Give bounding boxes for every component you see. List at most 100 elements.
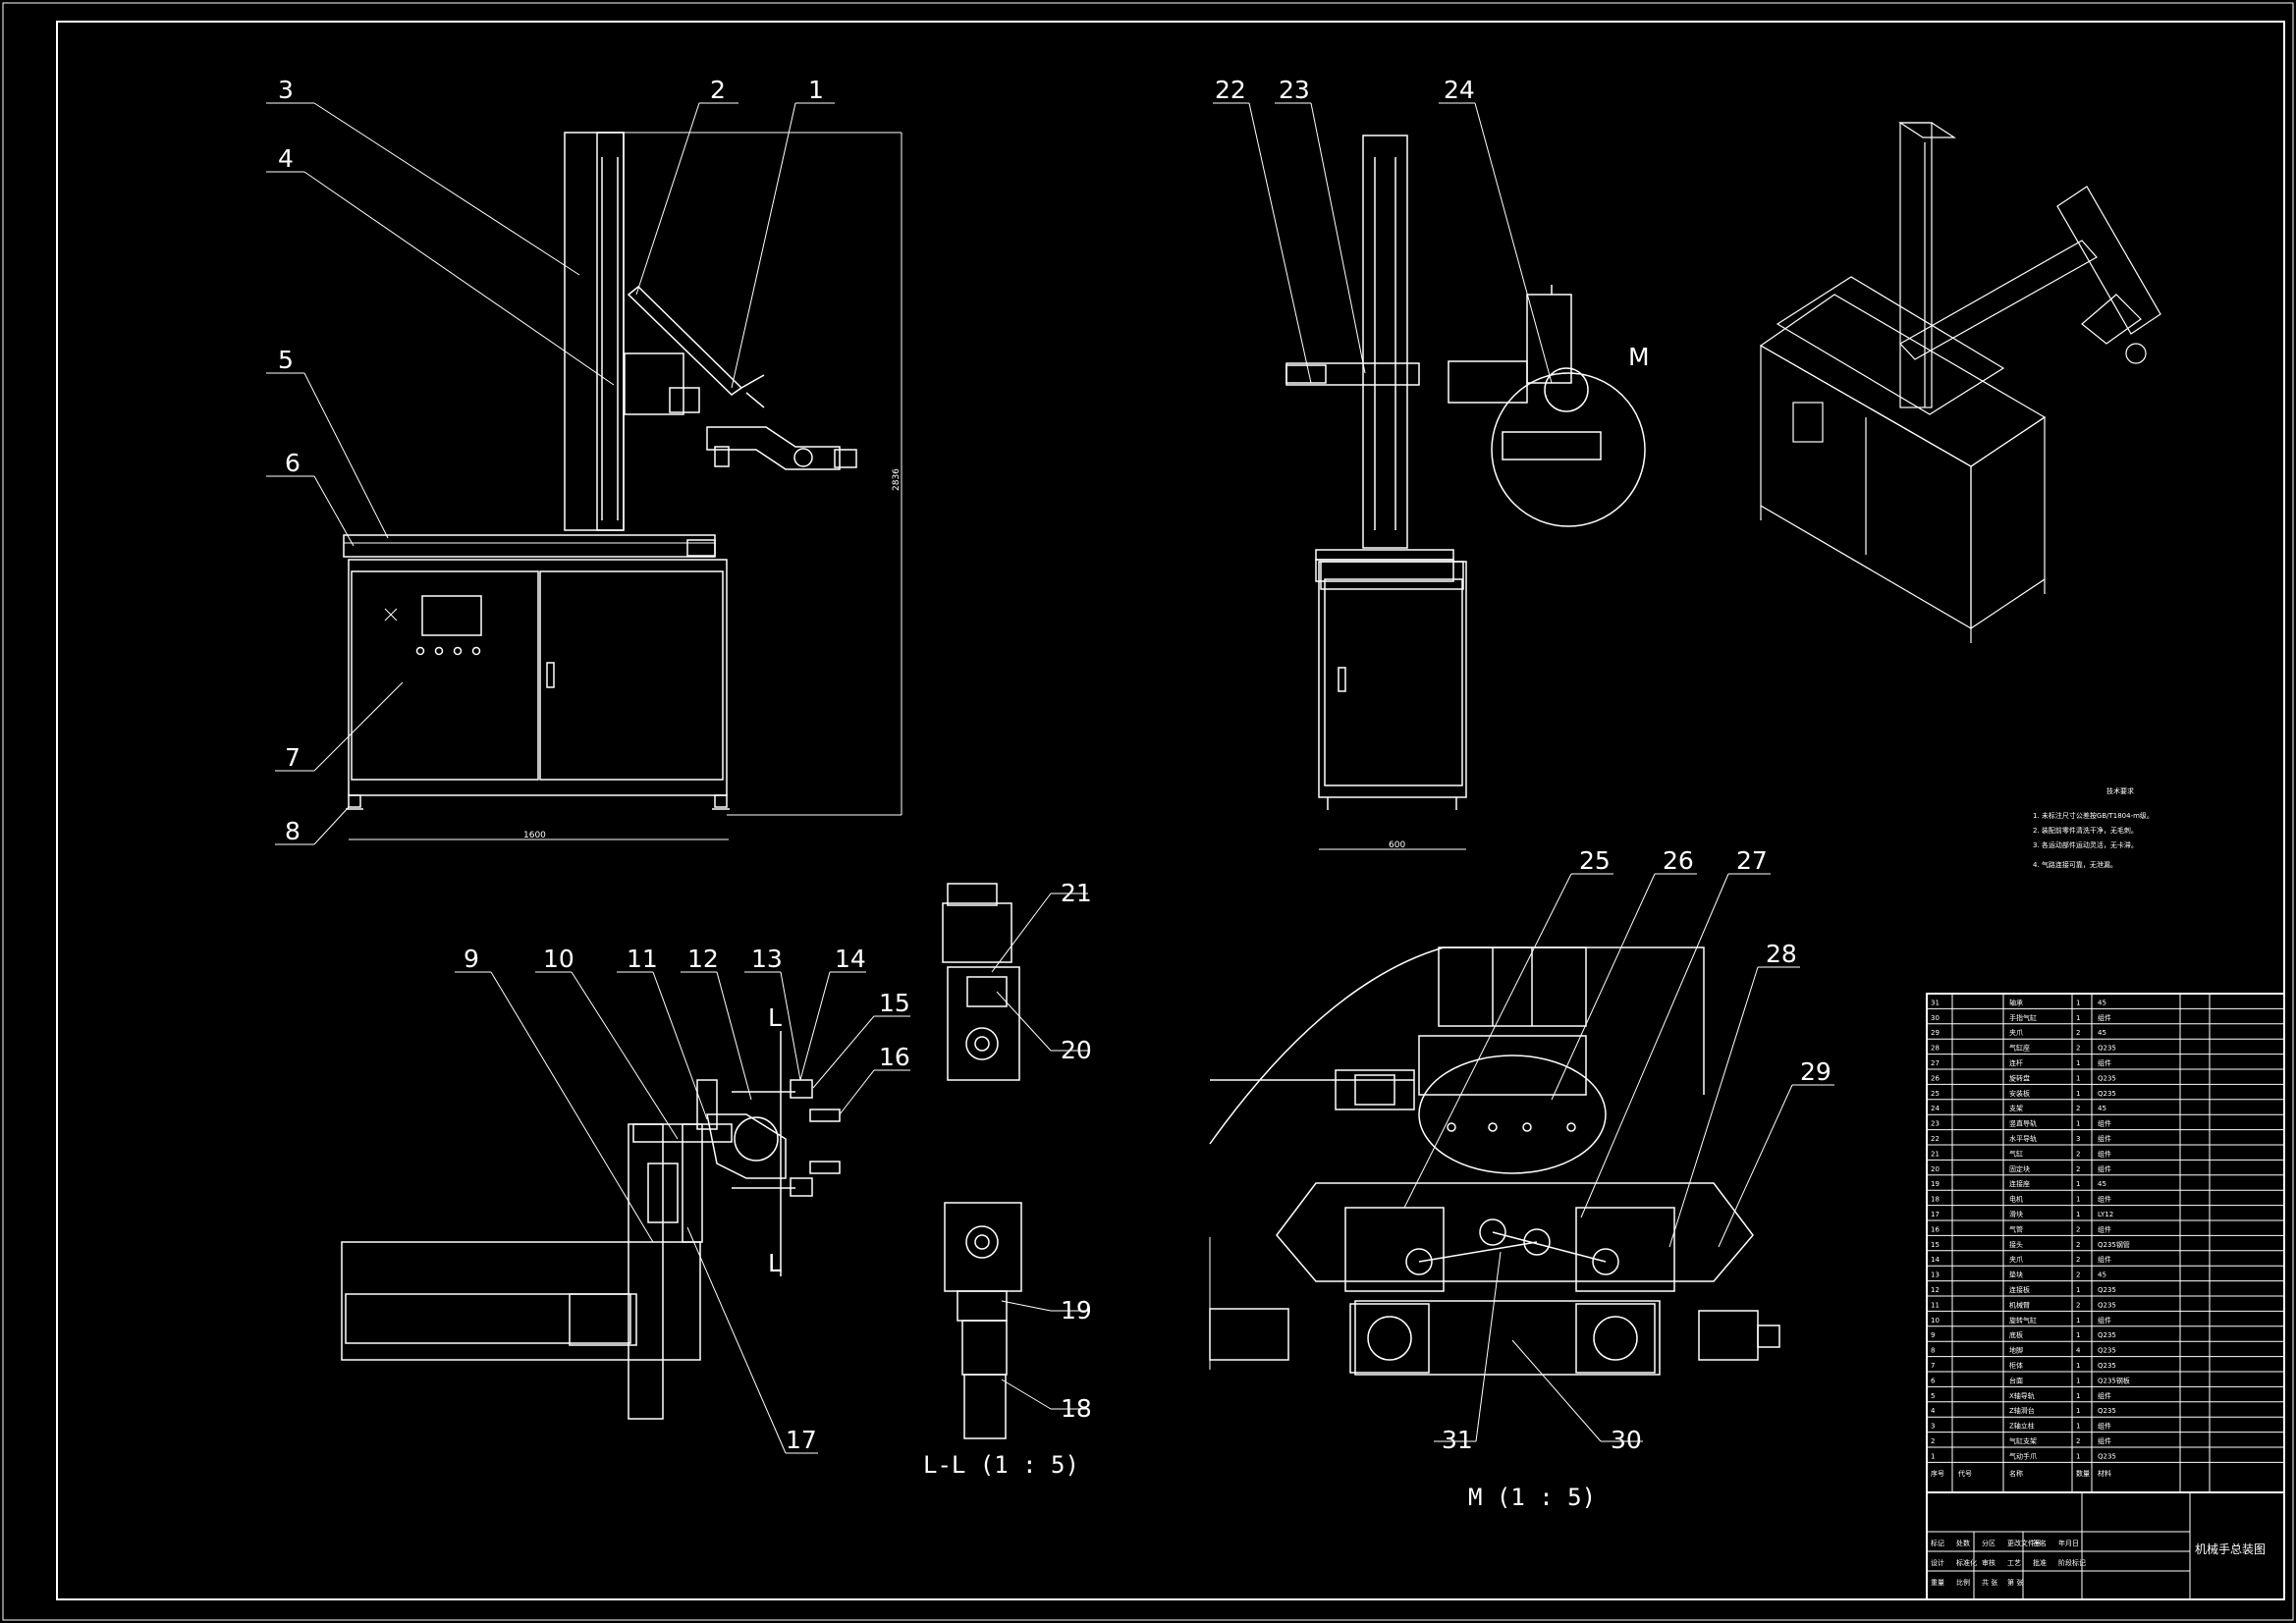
bom-cell: Q235钢板	[2098, 1376, 2130, 1384]
bom-cell: 电机	[2009, 1195, 2023, 1204]
bom-cell: 15	[1931, 1241, 1940, 1249]
callout-29: 29	[1800, 1057, 1831, 1086]
bom-cell: 21	[1931, 1150, 1940, 1158]
bom-cell: 1	[2076, 1196, 2080, 1204]
bom-cell: 20	[1931, 1165, 1940, 1173]
bom-cell: 4	[2076, 1347, 2081, 1355]
bom-cell: 27	[1931, 1059, 1940, 1067]
title-block-label: 标记	[1931, 1539, 1944, 1547]
bom-cell: 组件	[2098, 1134, 2111, 1143]
title-block-label: 设计	[1931, 1558, 1944, 1567]
callout-12: 12	[687, 945, 719, 973]
callout-11: 11	[627, 945, 658, 973]
title-block-label: 第 张	[2007, 1578, 2023, 1587]
bom-cell: 11	[1931, 1301, 1940, 1309]
bom-cell: 轴承	[2009, 998, 2023, 1006]
bom-cell: 竖直导轨	[2009, 1119, 2037, 1128]
bom-cell: 气缸	[2009, 1149, 2023, 1158]
bom-header-cell: 材料	[2098, 1469, 2111, 1478]
tech-requirements: 技术要求 1. 未标注尺寸公差按GB/T1804-m级。 2. 装配前零件清洗干…	[2033, 786, 2154, 869]
bom-cell: 气管	[2009, 1224, 2023, 1233]
title-drawing-name: 机械手总装图	[2195, 1542, 2266, 1556]
bom-cell: 底板	[2009, 1330, 2023, 1339]
bom-cell: 1	[2076, 1090, 2080, 1098]
bom-cell: 1	[2076, 1392, 2080, 1400]
detail-m-circle	[1491, 372, 1646, 527]
bom-cell: 1	[2076, 1059, 2080, 1067]
bom-cell: 45	[2098, 1180, 2106, 1188]
bom-cell: 2	[2076, 1437, 2080, 1445]
bom-cell: 45	[2098, 1105, 2106, 1112]
bom-cell: 14	[1931, 1256, 1940, 1264]
bom-cell: 2	[2076, 1241, 2080, 1249]
bom-cell: 23	[1931, 1120, 1940, 1128]
title-block-label: 工艺	[2007, 1559, 2021, 1567]
title-block-label: 批准	[2033, 1558, 2047, 1567]
bom-cell: 夹爪	[2009, 1028, 2023, 1037]
bom-cell: 1	[2076, 999, 2080, 1006]
bom-cell: 连杆	[2009, 1058, 2023, 1067]
callout-14: 14	[835, 945, 866, 973]
bom-cell: 旋转气缸	[2009, 1316, 2037, 1325]
tech-req-title: 技术要求	[2106, 786, 2134, 795]
bom-cell: Q235	[2098, 1045, 2116, 1053]
bom-cell: 水平导轨	[2009, 1134, 2037, 1143]
bom-cell: 2	[1931, 1437, 1935, 1445]
bom-cell: 2	[2076, 1165, 2080, 1173]
bom-cell: 组件	[2098, 1316, 2111, 1325]
bom-cell: 组件	[2098, 1195, 2111, 1204]
bom-cell: Q235	[2098, 1301, 2116, 1309]
title-block-label: 更改文件号	[2007, 1539, 2042, 1547]
bom-cell: 4	[1931, 1407, 1936, 1415]
bom-cell: Q235	[2098, 1452, 2116, 1460]
callout-7: 7	[285, 743, 301, 772]
callout-17: 17	[786, 1426, 817, 1454]
bom-cell: 台面	[2009, 1376, 2023, 1384]
bom-cell: 组件	[2098, 1224, 2111, 1233]
bom-cell: Q235	[2098, 1090, 2116, 1098]
bom-cell: 2	[2076, 1271, 2080, 1279]
bom-cell: 夹爪	[2009, 1255, 2023, 1264]
bom-cell: 25	[1931, 1090, 1940, 1098]
bom-cell: 1	[2076, 1452, 2080, 1460]
title-block-label: 阶段标记	[2058, 1558, 2086, 1567]
bom-cell: 2	[2076, 1045, 2080, 1053]
callout-6: 6	[285, 449, 301, 477]
bom-cell: 气动手爪	[2009, 1451, 2037, 1460]
bom-cell: LY12	[2098, 1211, 2113, 1218]
bom-cell: 组件	[2098, 1422, 2111, 1431]
bom-cell: 1	[2076, 1423, 2080, 1431]
callout-3: 3	[278, 76, 294, 104]
bom-cell: 18	[1931, 1196, 1940, 1204]
section-mark-bottom: L	[768, 1249, 782, 1277]
bom-cell: Q235	[2098, 1347, 2116, 1355]
bom-cell: 1	[2076, 1180, 2080, 1188]
bom-cell: 1	[2076, 1074, 2080, 1082]
bom-cell: 2	[2076, 1301, 2080, 1309]
bom-cell: 2	[2076, 1029, 2080, 1037]
callout-30: 30	[1611, 1426, 1642, 1454]
bom-cell: 1	[2076, 1407, 2080, 1415]
bom-cell: 1	[2076, 1377, 2080, 1384]
tech-req-line-3: 3. 各运动部件运动灵活，无卡滞。	[2033, 840, 2138, 849]
section-mark-top: L	[768, 1003, 782, 1032]
bom-cell: 组件	[2098, 1164, 2111, 1173]
section-ll-view: L-L (1 : 5)	[923, 883, 1088, 1479]
bom-cell: 固定块	[2009, 1164, 2030, 1173]
bom-cell: 旋转盘	[2009, 1073, 2030, 1082]
tech-req-line-4: 4. 气路连接可靠，无泄漏。	[2033, 860, 2117, 869]
bom-cell: 45	[2098, 1271, 2106, 1279]
bom-cell: Q235	[2098, 1407, 2116, 1415]
title-block-label: 共 张	[1982, 1578, 1997, 1587]
callout-13: 13	[751, 945, 783, 973]
bom-cell: 8	[1931, 1347, 1935, 1355]
callout-16: 16	[879, 1043, 910, 1071]
bom-cell: 10	[1931, 1317, 1940, 1325]
callout-2: 2	[710, 76, 726, 104]
callout-28: 28	[1766, 940, 1797, 968]
bom-cell: 2	[2076, 1150, 2080, 1158]
side-view: 600 M	[1213, 102, 1650, 850]
bom-cell: 地脚	[2009, 1346, 2023, 1355]
